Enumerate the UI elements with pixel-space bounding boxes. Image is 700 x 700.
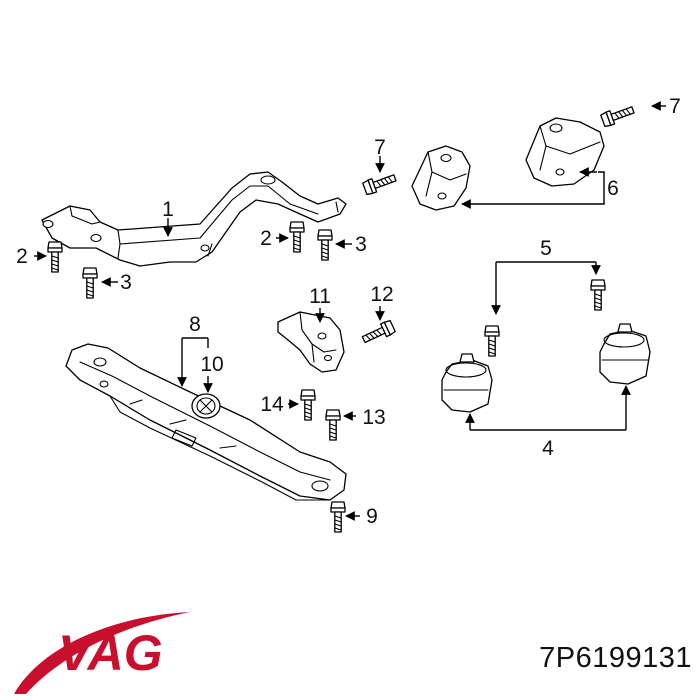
- crossmember-part: [65, 343, 347, 501]
- vag-logo: VAG: [14, 612, 190, 694]
- callout-2-left: 2: [16, 245, 28, 268]
- bolt-5-right: [590, 279, 606, 311]
- callout-7-right: 7: [669, 95, 681, 118]
- mount-bracket-left: [411, 145, 471, 211]
- callout-3-center: 3: [355, 233, 367, 256]
- callout-13: 13: [362, 406, 385, 429]
- bolt-7-left: [361, 170, 398, 197]
- engine-mount-right: [599, 323, 651, 385]
- leader-lines: [34, 101, 666, 521]
- callout-6: 6: [607, 177, 619, 200]
- callout-3-left: 3: [120, 271, 132, 294]
- callout-2-center: 2: [260, 227, 272, 250]
- vag-logo-swoosh: [14, 612, 190, 694]
- callout-5: 5: [540, 237, 552, 260]
- bolt-7-right: [599, 102, 636, 129]
- mount-bracket-right: [525, 117, 605, 187]
- bolt-12: [360, 319, 397, 347]
- callout-9: 9: [366, 505, 378, 528]
- callout-14: 14: [260, 393, 284, 416]
- bolt-5-left: [484, 325, 500, 357]
- engine-mount-left: [441, 353, 493, 413]
- bolt-2-left: [47, 241, 63, 273]
- callout-4: 4: [542, 437, 554, 460]
- bolt-3-center: [317, 229, 333, 261]
- bolt-14: [300, 389, 316, 421]
- bolt-2-center: [289, 221, 305, 253]
- bolt-13: [325, 409, 341, 441]
- part-number: 7P6199131: [539, 642, 692, 674]
- bolt-3-left: [82, 267, 98, 299]
- callout-12: 12: [370, 283, 393, 306]
- callout-11: 11: [309, 285, 331, 308]
- bolt-9: [330, 501, 346, 533]
- center-mount-bushing: [191, 393, 221, 419]
- callout-1: 1: [162, 198, 174, 221]
- bracket-part-11: [277, 311, 345, 373]
- vag-logo-text: VAG: [58, 625, 163, 681]
- callout-10: 10: [200, 353, 223, 376]
- support-bar-part: [41, 171, 347, 267]
- callout-8: 8: [189, 313, 201, 336]
- callout-7-left: 7: [374, 136, 386, 159]
